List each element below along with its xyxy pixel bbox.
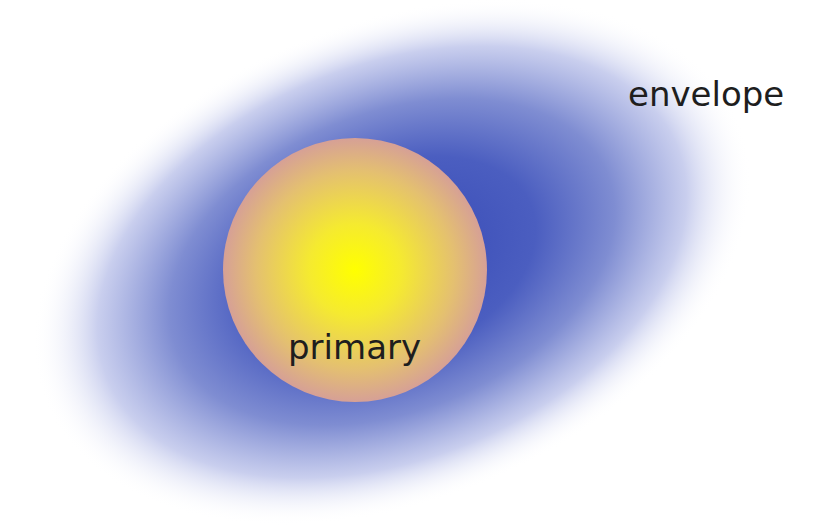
star-label: primary [288, 327, 421, 368]
primary-star: primary [222, 137, 488, 403]
region-label: envelope [628, 74, 784, 115]
